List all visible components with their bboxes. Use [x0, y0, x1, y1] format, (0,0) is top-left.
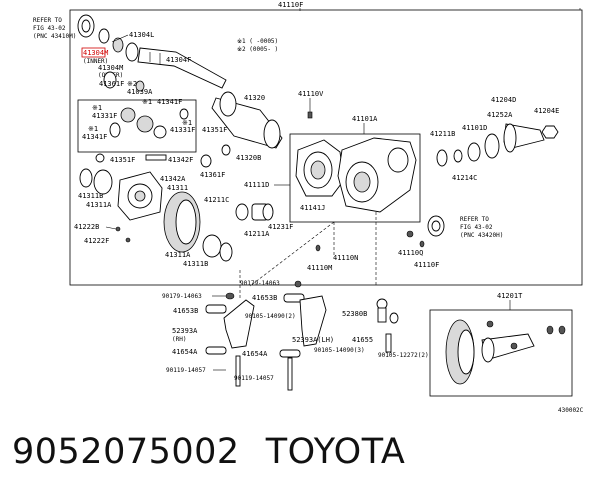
label-41341F-a-text: 41341F [157, 98, 182, 106]
label-41342A: 41342A [160, 175, 186, 183]
brand-name: TOYOTA [265, 432, 406, 472]
label-41361F-b: 41361F [200, 171, 225, 179]
label-41304M-highlighted: 41304M [83, 49, 108, 57]
label-41204E: 41204E [534, 107, 559, 115]
label-41331F-b: 41331F [170, 126, 195, 134]
label-90119-b: 90119-14057 [234, 375, 274, 382]
marker-1b: ※1 [182, 119, 192, 127]
label-52393A-lh: 52393A(LH) [292, 336, 334, 344]
label-90105-3: 90105-14090(3) [314, 347, 365, 354]
label-90105-12272: 90105-12272(2) [378, 352, 429, 359]
marker-1c: ※1 [88, 125, 98, 133]
label-41110Q: 41110Q [398, 249, 423, 257]
label-41110N: 41110N [333, 254, 358, 262]
label-41231F: 41231F [268, 223, 293, 231]
label-41653B: 41653B [173, 307, 198, 315]
label-41222B: 41222B [74, 223, 99, 231]
label-41111D: 41111D [244, 181, 269, 189]
label-41653B-b: 41653B [252, 294, 277, 302]
label-41304F: 41304F [166, 56, 191, 64]
label-41141J: 41141J [300, 204, 325, 212]
label-52380B: 52380B [342, 310, 367, 318]
label-41342F: 41342F [168, 156, 193, 164]
mount-bracket-rh [223, 299, 255, 349]
washer-part [98, 28, 110, 44]
label-41311: 41311 [167, 184, 188, 192]
part-caption: 9052075002 TOYOTA [12, 432, 592, 482]
label-41039A: 41039A [127, 88, 153, 96]
drive-pinion-shaft [137, 47, 227, 89]
label-41361F: 41361F [99, 80, 124, 88]
label-41252A: 41252A [487, 111, 513, 119]
label-52393A: 52393A [172, 327, 198, 335]
label-41304L: 41304L [129, 31, 154, 39]
label-41341F-a: ※1 [142, 98, 152, 106]
label-41110M: 41110M [307, 264, 332, 272]
label-90119: 90119-14057 [166, 367, 206, 374]
marker-1a: ※1 [92, 104, 102, 112]
label-41110V: 41110V [298, 90, 324, 98]
label-41331F-a: 41331F [92, 112, 117, 120]
label-41351F-b: 41351F [202, 126, 227, 134]
differential-gears-box [77, 99, 197, 153]
label-41204D: 41204D [491, 96, 516, 104]
side-gear-part [120, 107, 136, 123]
carrier-box [289, 133, 421, 223]
refer-note-2-line2: FIG 43-02 [460, 224, 493, 231]
label-41654A-b: 41654A [242, 350, 268, 358]
note-2: ※2 (0005- ) [237, 46, 278, 53]
label-41311B: 41311B [78, 192, 103, 200]
bearing-inner-part [125, 42, 139, 62]
side-gear-part-2 [136, 115, 154, 133]
main-assembly-frame [69, 9, 583, 286]
nut-part [541, 125, 559, 139]
ring-gear-set-box [429, 309, 573, 397]
label-52393A-rh: (RH) [172, 336, 186, 343]
label-41311A-b: 41311A [165, 251, 191, 259]
label-41320B: 41320B [236, 154, 261, 162]
label-90179: 90179-14063 [162, 293, 202, 300]
label-41311B-b: 41311B [183, 260, 208, 268]
label-41351F: 41351F [110, 156, 135, 164]
part-number: 9052075002 [12, 432, 240, 472]
label-41211C: 41211C [204, 196, 229, 204]
label-41222F: 41222F [84, 237, 109, 245]
label-inner: (INNER) [83, 58, 108, 65]
label-41110F-b: 41110F [414, 261, 439, 269]
label-41110F-main: 41110F [278, 1, 303, 9]
bolt-part [235, 355, 241, 387]
label-41201T: 41201T [497, 292, 523, 300]
label-note2-marker: ※2 [127, 80, 137, 88]
label-41311A: 41311A [86, 201, 112, 209]
label-90105-2: 90105-14090(2) [245, 313, 296, 320]
label-41101D: 41101D [462, 124, 487, 132]
label-90179-b: 90179-14063 [240, 280, 280, 287]
note-1: ※1 ( -0005) [237, 38, 278, 45]
label-41101A: 41101A [352, 115, 378, 123]
refer-note-2-line3: (PNC 43420H) [460, 232, 503, 239]
refer-note-1-line1: REFER TO [33, 17, 62, 24]
mount-bracket-lh [299, 295, 327, 347]
refer-note-1-line2: FIG 43-02 [33, 25, 66, 32]
refer-note-2-line1: REFER TO [460, 216, 489, 223]
cushion-part [205, 304, 227, 314]
label-41341F-b: 41341F [82, 133, 107, 141]
label-41304M: 41304M [98, 64, 123, 72]
label-41655: 41655 [352, 336, 373, 344]
label-41320: 41320 [244, 94, 265, 102]
pinion-shaft-pin [145, 154, 167, 161]
label-41214C: 41214C [452, 174, 477, 182]
highlight-box [81, 47, 106, 58]
parts-diagram: 41110F REFER TO FIG 43-02 (PNC 43410M) 4… [33, 1, 584, 414]
label-41211B: 41211B [430, 130, 455, 138]
refer-note-1-line3: (PNC 43410M) [33, 33, 76, 40]
label-41211A: 41211A [244, 230, 270, 238]
figure-code: 430002C [558, 407, 584, 414]
label-41654A: 41654A [172, 348, 198, 356]
